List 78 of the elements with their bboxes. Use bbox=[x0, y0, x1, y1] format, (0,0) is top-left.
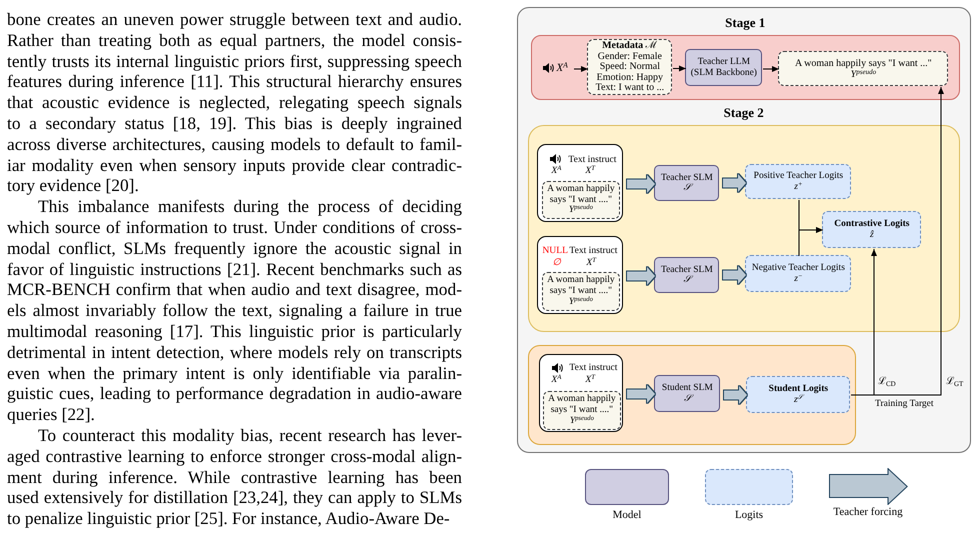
block-arrow bbox=[627, 385, 655, 403]
null-label: NULL bbox=[542, 245, 568, 258]
pseudo-label-box bbox=[542, 180, 620, 219]
arrow bbox=[762, 66, 780, 72]
body-paragraph: To counteract this modality bias, recent research has lever- aged contrastive learning to enforce stronger cross-modal align- ment during inference. While contrastive learning has been used extensively for distillation [23,24], they can apply to SLMs to penalize linguistic prior [25]. For instance, Audio-Aware De- bbox=[7, 424, 462, 529]
block-arrow bbox=[723, 266, 746, 284]
math-symbol: 𝒮 bbox=[683, 275, 690, 286]
metadata-line: Text: I want to ... bbox=[596, 82, 664, 94]
logits-box bbox=[746, 376, 850, 414]
stage-heading: Stage 1 bbox=[725, 14, 766, 30]
block-arrow bbox=[627, 175, 655, 193]
math-symbol: z$^{𝒮}$ bbox=[794, 394, 803, 406]
math-symbol: Y$^{pseudo}$ bbox=[850, 68, 876, 80]
logits-box bbox=[822, 211, 922, 248]
arrow bbox=[574, 66, 588, 72]
model-label: Teacher LLM (SLM Backbone) bbox=[690, 57, 758, 78]
model-box bbox=[654, 375, 720, 412]
legend-label: Logits bbox=[734, 509, 764, 522]
annotation-label: Training Target bbox=[875, 399, 934, 410]
metadata-heading: Metadata ℳ bbox=[602, 41, 658, 52]
legend-label: Teacher forcing bbox=[833, 506, 903, 519]
model-label: Teacher SLM bbox=[660, 172, 713, 183]
logits-label: Contrastive Logits bbox=[834, 219, 910, 230]
arrow bbox=[672, 66, 686, 72]
block-arrow bbox=[724, 386, 747, 404]
input-label: Text instruct bbox=[569, 245, 618, 258]
block-arrow bbox=[723, 174, 746, 192]
math-symbol: ẑ bbox=[870, 230, 874, 240]
model-box bbox=[654, 257, 720, 294]
math-symbol: 𝒮 bbox=[684, 394, 691, 404]
math-symbol: X$^{T}$ bbox=[586, 257, 596, 270]
math-symbol: Y$^{pseudo}$ bbox=[570, 416, 594, 426]
metadata-box bbox=[587, 39, 672, 96]
math-symbol: X$^{T}$ bbox=[585, 374, 595, 386]
metadata-line: Emotion: Happy bbox=[596, 72, 664, 83]
input-card bbox=[539, 354, 624, 432]
block-arrow bbox=[627, 267, 655, 285]
math-symbol: X$^{T}$ bbox=[585, 165, 595, 178]
metadata-line: Speed: Normal bbox=[600, 62, 660, 73]
math-symbol: z$^{+}$ bbox=[794, 182, 802, 192]
logits-box bbox=[745, 255, 852, 292]
pseudo-label-text: A woman happily says "I want ...." bbox=[546, 184, 616, 205]
input-card bbox=[537, 144, 624, 222]
pseudo-label-text: A woman happily says "I want ...." bbox=[547, 394, 617, 416]
body-paragraph: bone creates an uneven power struggle between text and audio. Rather than treating both as equal partners, the model consis- tently trusts its internal linguistic priors first, suppressing speech features during inference [11]. This structural hierarchy ensures that acoustic evidence is neglected, relegating speech signals to a secondary status [18, 19]. This bias is deeply ingrained across diverse architectures, causing models to default to famil- iar modality even when sensory inputs provide clear contradic- tory evidence [20]. bbox=[7, 9, 462, 196]
math-symbol: Y$^{pseudo}$ bbox=[568, 296, 593, 308]
logits-label: Student Logits bbox=[768, 384, 828, 394]
model-box bbox=[654, 165, 720, 202]
math-symbol: X$^{A}$ bbox=[551, 165, 562, 178]
model-label: Student SLM bbox=[662, 383, 713, 394]
edge-label: ℒ$_{CD}$ bbox=[878, 375, 896, 388]
arrow bbox=[798, 227, 824, 256]
input-card bbox=[537, 236, 624, 314]
model-label: Teacher SLM bbox=[660, 264, 713, 275]
pseudo-label-box bbox=[542, 390, 621, 430]
math-symbol: X$^{A}$ bbox=[556, 60, 568, 76]
stage-heading: Stage 2 bbox=[724, 104, 764, 120]
section-band bbox=[528, 344, 856, 445]
pseudo-label-text: A woman happily says "I want ..." bbox=[794, 58, 932, 69]
pseudo-label-text: A woman happily says "I want ...." bbox=[546, 275, 616, 296]
logits-label: Negative Teacher Logits bbox=[752, 263, 845, 274]
math-symbol: z$^{−}$ bbox=[794, 274, 802, 284]
pseudo-label-box bbox=[778, 51, 948, 86]
legend-label: Model bbox=[612, 509, 642, 522]
body-paragraph: This imbalance manifests during the process of deciding which source of information to trust. Under conditions of cross- modal conflict, SLMs frequently ignore the acoustic signal in favor of linguistic instructions [21]. Recent benchmarks such as MCR-BENCH confirm that when audio and text disagree, mod- els almost invariably follow the text, signaling a failure in true multimodal reasoning [17]. This linguistic prior is particularly detrimental in intent detection, where models rely on transcripts even when the primary intent is only identifiable via paralin- guistic cues, leading to performance degradation in audio-aware queries [22]. bbox=[7, 196, 462, 425]
math-symbol: 𝒮 bbox=[683, 183, 690, 194]
edge-label: ℒ$_{GT}$ bbox=[946, 375, 964, 388]
figure-panel bbox=[517, 7, 971, 453]
metadata-line: Gender: Female bbox=[598, 52, 662, 62]
math-symbol: X$^{A}$ bbox=[551, 374, 562, 386]
pseudo-label-box bbox=[542, 272, 620, 311]
math-symbol: Y$^{pseudo}$ bbox=[568, 205, 593, 216]
logits-box bbox=[745, 164, 852, 200]
math-symbol: ∅ bbox=[552, 257, 560, 270]
input-label: Text instruct bbox=[569, 362, 618, 374]
input-label: Text instruct bbox=[568, 154, 616, 166]
logits-label: Positive Teacher Logits bbox=[754, 171, 844, 182]
model-box bbox=[685, 49, 762, 86]
